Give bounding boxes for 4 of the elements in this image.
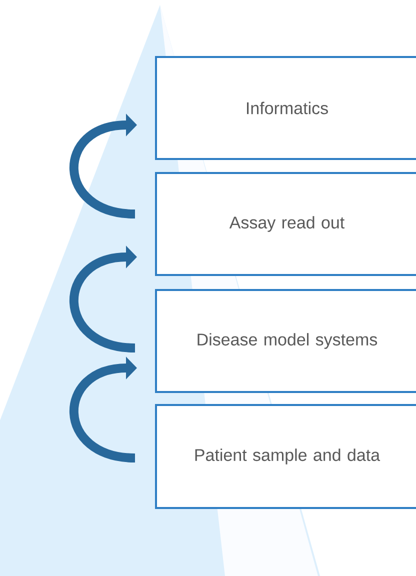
level-box: Disease model systems [155, 289, 416, 393]
level-box: Assay read out [155, 172, 416, 276]
level-box: Informatics [155, 56, 416, 160]
level-box: Patient sample and data [155, 404, 416, 509]
